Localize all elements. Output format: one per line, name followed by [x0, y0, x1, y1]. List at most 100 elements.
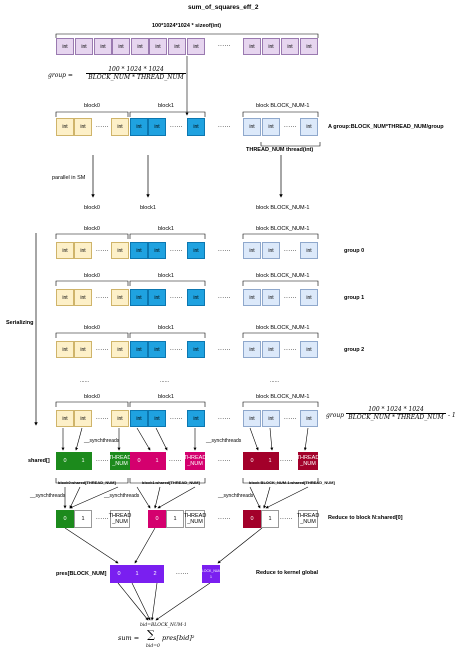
group-block1-label: block1 [158, 394, 174, 400]
int-cell: int [94, 38, 112, 55]
pres-cell-2: 2 [146, 565, 164, 583]
int-cell: int [74, 410, 92, 427]
ellipsis: ...... [96, 294, 110, 300]
sm-block0-label: block0 [84, 205, 100, 211]
shared-caption-2: block BLOCK_NUM-1:shared[THREAD_NUM] [249, 480, 335, 485]
reduced-cell-1: 1 [74, 510, 92, 528]
int-cell: int [112, 38, 130, 55]
int-cell: int [281, 38, 299, 55]
reduced-cell-n: THREAD _NUM [184, 510, 206, 528]
int-cell: int [243, 38, 261, 55]
shared-cell-1: 1 [261, 452, 279, 470]
int-cell: int [56, 242, 74, 259]
int-cell: int [300, 341, 318, 358]
int-cell: int [168, 38, 186, 55]
ellipsis: ...... [284, 346, 298, 352]
vdots-3: ...... [270, 378, 280, 384]
group-formula-denominator: BLOCK_NUM * THREAD_NUM [88, 74, 184, 81]
ellipsis: ...... [218, 247, 232, 253]
int-cell: int [148, 410, 166, 427]
int-cell: int [75, 38, 93, 55]
reduced-cell-0: 0 [56, 510, 74, 528]
ellipsis: ...... [96, 247, 110, 253]
pres-cell-1: 1 [128, 565, 146, 583]
group-blockN-label: block BLOCK_NUM-1 [256, 325, 310, 331]
int-cell: int [130, 289, 148, 306]
group-label-1: group 1 [344, 295, 365, 301]
int-cell: int [300, 38, 318, 55]
ellipsis: ...... [218, 415, 232, 421]
pres-cell-0: 0 [110, 565, 128, 583]
array-size-label: 100*1024*1024 * sizeof(int) [152, 23, 222, 29]
ellipsis: ...... [96, 346, 110, 352]
int-cell: int [130, 410, 148, 427]
group-block1-label: block1 [158, 273, 174, 279]
reduced-cell-0: 0 [148, 510, 166, 528]
int-cell: int [131, 38, 149, 55]
int-cell: int [243, 410, 261, 427]
int-cell: int [262, 118, 280, 136]
sum-lhs: sum = [118, 634, 140, 642]
group-blockN-label: block BLOCK_NUM-1 [256, 273, 310, 279]
group-block0-label: block0 [84, 394, 100, 400]
ellipsis: ...... [170, 247, 184, 253]
row1-blockN-label: block BLOCK_NUM-1 [256, 103, 310, 109]
shared-label: shared[] [28, 458, 50, 464]
int-cell: int [111, 289, 129, 306]
row1-block1-label: block1 [158, 103, 174, 109]
group-block0-label: block0 [84, 325, 100, 331]
int-cell: int [300, 410, 318, 427]
ellipsis: ...... [284, 415, 298, 421]
ellipsis: ...... [170, 415, 184, 421]
reduced-cell-n: THREAD _NUM [109, 510, 131, 528]
shared-cell-1: 1 [74, 452, 92, 470]
int-cell: int [130, 118, 148, 136]
last-group-tail: - 1 [448, 412, 456, 419]
group-label-0: group 0 [344, 248, 365, 254]
int-cell: int [148, 118, 166, 136]
group-formula-lhs: group = [48, 72, 73, 79]
int-cell: int [111, 341, 129, 358]
int-cell: int [56, 118, 74, 136]
reduced-cell-1: 1 [261, 510, 279, 528]
shared-ellipsis: ...... [280, 457, 294, 463]
sum-upper-bound: bid=BLOCK_NUM-1 [140, 623, 187, 628]
sum-lower-bound: bid=0 [146, 644, 160, 649]
group-block0-label: block0 [84, 226, 100, 232]
int-cell: int [243, 242, 261, 259]
int-cell: int [56, 38, 74, 55]
reduce-kernel-label: Reduce to kernel global [256, 570, 319, 576]
int-cell: int [187, 410, 205, 427]
syncthreads2-3: __synchthreads [218, 493, 254, 499]
int-cell: int [262, 38, 280, 55]
int-cell: int [262, 410, 280, 427]
shared-cell-0: 0 [56, 452, 74, 470]
group-label-2: group 2 [344, 347, 365, 353]
shared-caption-0: block0:shared[THREAD_NUM] [58, 480, 116, 485]
int-cell: int [148, 341, 166, 358]
int-cell: int [111, 410, 129, 427]
reduce-ellipsis: ...... [280, 515, 294, 521]
diagram-title: sum_of_squares_eff_2 [188, 4, 259, 11]
ellipsis: ...... [96, 123, 110, 129]
reduce-block-label: Reduce to block N:shared[0] [328, 515, 403, 521]
int-cell: int [187, 341, 205, 358]
a-group-note: A group:BLOCK_NUM*THREAD_NUM/group [328, 124, 444, 130]
ellipsis: ...... [284, 294, 298, 300]
shared-cell-0: 0 [130, 452, 148, 470]
syncthreads-1: __synchthreads [84, 438, 120, 444]
reduce-ellipsis: ...... [96, 515, 110, 521]
parallel-note: parallel in SM [52, 175, 86, 181]
last-group-denominator: BLOCK_NUM * THREAD_NUM [348, 414, 444, 421]
sm-blockN-label: block BLOCK_NUM-1 [256, 205, 310, 211]
ellipsis: ...... [96, 415, 110, 421]
shared-cell-n: THREAD _NUM [184, 452, 206, 470]
shared-ellipsis: ...... [218, 457, 232, 463]
array-bracket [55, 33, 319, 38]
row1-block0-label: block0 [84, 103, 100, 109]
group-block1-label: block1 [158, 226, 174, 232]
thread-num-note: THREAD_NUM thread(int) [246, 147, 314, 153]
shared-cell-n: THREAD _NUM [109, 452, 131, 470]
int-cell: int [111, 118, 129, 136]
